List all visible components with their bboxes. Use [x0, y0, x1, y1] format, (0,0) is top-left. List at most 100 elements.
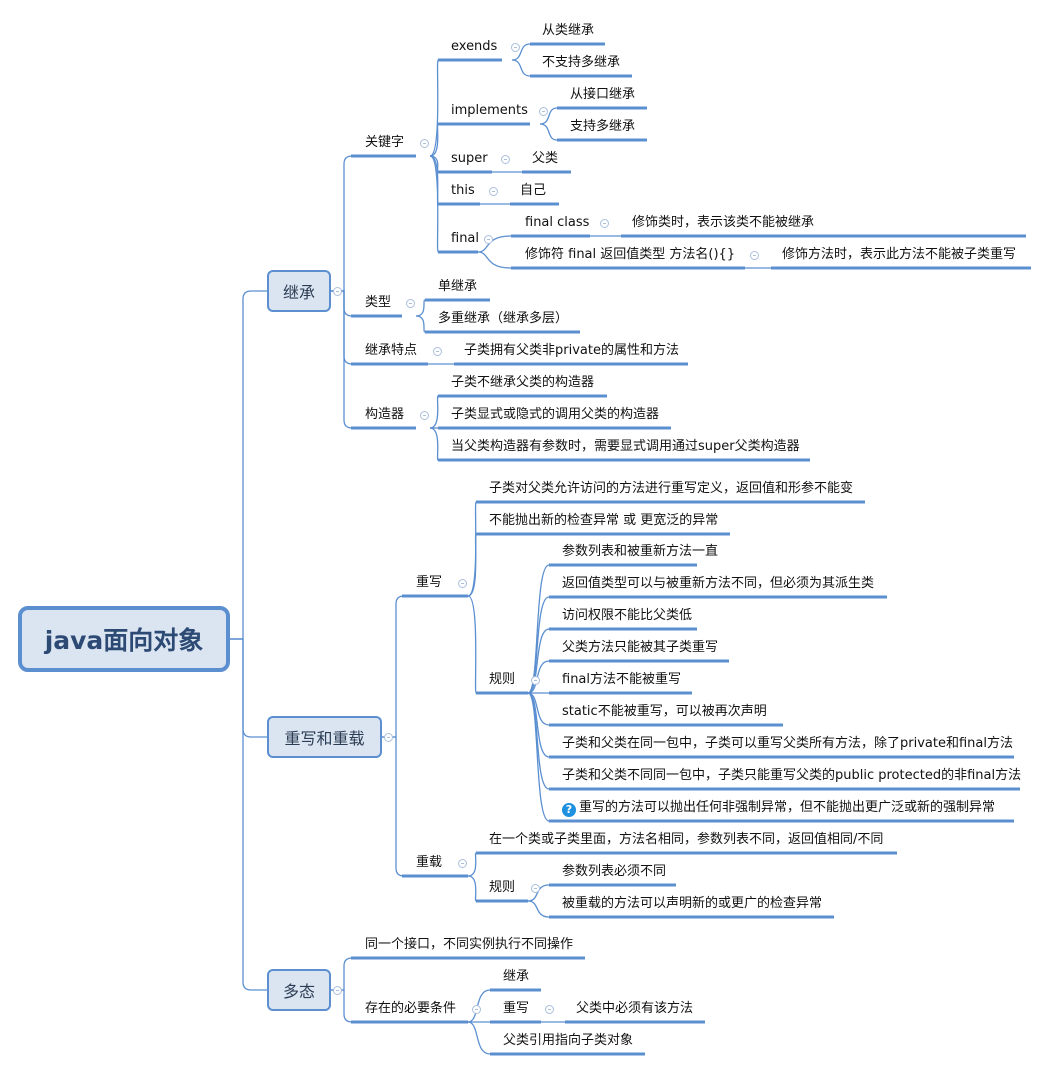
node-leaf[interactable]: 父类	[532, 151, 559, 166]
connector	[539, 123, 558, 141]
node-leaf[interactable]: 子类不继承父类的构造器	[451, 375, 595, 390]
collapse-toggle-icon[interactable]	[433, 347, 442, 356]
node-leaf[interactable]: 子类和父类在同一包中，子类可以重写父类所有方法，除了private和final方…	[562, 736, 1013, 751]
collapse-toggle-icon[interactable]	[420, 139, 429, 148]
node-leaf[interactable]: 父类方法只能被其子类重写	[562, 640, 719, 655]
branch-connector	[429, 155, 439, 253]
collapse-toggle-icon[interactable]	[600, 219, 609, 228]
root-node[interactable]: java面向对象	[18, 606, 230, 672]
collapse-toggle-icon[interactable]	[458, 579, 467, 588]
node-leaf[interactable]: 子类拥有父类非private的属性和方法	[464, 343, 679, 358]
node-leaf[interactable]: final方法不能被重写	[562, 672, 682, 687]
node-leaf[interactable]: 不支持多继承	[542, 55, 621, 70]
collapse-toggle-icon[interactable]	[384, 733, 393, 742]
node-leaf[interactable]: 从类继承	[542, 23, 595, 38]
node-implements[interactable]: implements	[451, 103, 528, 118]
branch-connector	[382, 736, 405, 877]
node-leaf[interactable]: 参数列表和被重新方法一直	[562, 544, 719, 559]
collapse-toggle-icon[interactable]	[472, 1005, 481, 1014]
connector	[467, 875, 477, 902]
node-super[interactable]: super	[451, 151, 488, 166]
collapse-toggle-icon[interactable]	[539, 107, 548, 116]
node-leaf[interactable]: 不能抛出新的检查异常 或 更宽泛的异常	[489, 513, 719, 528]
connector	[467, 1021, 491, 1055]
connector	[467, 595, 477, 694]
branch-connector	[331, 989, 353, 1023]
help-icon[interactable]: ?	[562, 803, 576, 817]
connector	[415, 315, 426, 333]
node-overload[interactable]: 重载	[416, 855, 443, 870]
connector	[527, 628, 550, 694]
node-conditions[interactable]: 存在的必要条件	[365, 1001, 457, 1016]
node-leaf[interactable]: 访问权限不能比父类低	[562, 608, 693, 623]
connector	[477, 235, 512, 253]
branch-connector	[331, 290, 353, 365]
connector	[467, 533, 477, 597]
node-features[interactable]: 继承特点	[365, 343, 418, 358]
node-constructor[interactable]: 构造器	[365, 407, 405, 422]
topic-inheritance[interactable]: 继承	[267, 270, 331, 312]
node-final-class[interactable]: final class	[525, 215, 590, 230]
node-leaf[interactable]: 从接口继承	[570, 87, 636, 102]
collapse-toggle-icon[interactable]	[458, 859, 467, 868]
topic-override-overload[interactable]: 重写和重载	[267, 716, 382, 758]
node-exends[interactable]: exends	[451, 39, 498, 54]
connector	[527, 596, 550, 694]
node-leaf[interactable]: 单继承	[438, 279, 478, 294]
node-types[interactable]: 类型	[365, 295, 392, 310]
node-leaf[interactable]: 子类对父类允许访问的方法进行重写定义，返回值和形参不能变	[489, 481, 854, 496]
node-leaf[interactable]: 多重继承（继承多层）	[438, 311, 569, 326]
connector	[429, 427, 439, 461]
node-leaf[interactable]: 被重载的方法可以声明新的或更广的检查异常	[562, 896, 823, 911]
collapse-toggle-icon[interactable]	[420, 411, 429, 420]
node-leaf[interactable]: 自己	[520, 183, 547, 198]
connector	[539, 107, 558, 125]
node-leaf[interactable]: 当父类构造器有参数时，需要显式调用通过super父类构造器	[451, 439, 800, 454]
collapse-toggle-icon[interactable]	[406, 299, 415, 308]
node-leaf[interactable]: 父类引用指向子类对象	[503, 1033, 634, 1048]
root-connector	[230, 638, 267, 991]
node-leaf[interactable]: 同一个接口，不同实例执行不同操作	[365, 937, 574, 952]
collapse-toggle-icon[interactable]	[489, 187, 498, 196]
collapse-toggle-icon[interactable]	[501, 155, 510, 164]
node-keywords[interactable]: 关键字	[365, 135, 405, 150]
node-leaf[interactable]: 参数列表必须不同	[562, 864, 667, 879]
connector	[511, 59, 531, 77]
collapse-toggle-icon[interactable]	[333, 986, 342, 995]
connector	[415, 299, 426, 317]
node-leaf[interactable]: 修饰类时，表示该类不能被继承	[632, 215, 815, 230]
connector	[511, 43, 531, 61]
branch-connector	[331, 155, 353, 292]
collapse-toggle-icon[interactable]	[545, 1005, 554, 1014]
node-leaf[interactable]: 子类和父类不同同一包中，子类只能重写父类的public protected的非f…	[562, 768, 1022, 783]
node-leaf[interactable]: static不能被重写，可以被再次声明	[562, 704, 767, 719]
node-this[interactable]: this	[451, 183, 475, 198]
node-leaf[interactable]: 支持多继承	[570, 119, 636, 134]
collapse-toggle-icon[interactable]	[531, 676, 540, 685]
node-leaf[interactable]: 父类中必须有该方法	[576, 1001, 694, 1016]
node-overload-rules[interactable]: 规则	[489, 880, 516, 895]
node-leaf[interactable]: 返回值类型可以与被重新方法不同，但必须为其派生类	[562, 576, 875, 591]
node-leaf-text: 重写的方法可以抛出任何非强制异常，但不能抛出更广泛或新的强制异常	[579, 800, 996, 815]
topic-polymorphism[interactable]: 多态	[267, 969, 331, 1011]
collapse-toggle-icon[interactable]	[750, 251, 759, 260]
collapse-toggle-icon[interactable]	[511, 43, 520, 52]
connector	[527, 692, 550, 822]
node-leaf-with-help[interactable]: ?重写的方法可以抛出任何非强制异常，但不能抛出更广泛或新的强制异常	[562, 800, 995, 817]
collapse-toggle-icon[interactable]	[333, 287, 342, 296]
node-final[interactable]: final	[451, 231, 480, 246]
node-cond-override[interactable]: 重写	[503, 1001, 530, 1016]
branch-connector	[429, 123, 439, 157]
root-connector	[230, 638, 267, 738]
branch-connector	[382, 595, 405, 738]
node-leaf[interactable]: 子类显式或隐式的调用父类的构造器	[451, 407, 660, 422]
node-leaf[interactable]: 在一个类或子类里面，方法名相同，参数列表不同，返回值相同/不同	[489, 832, 884, 847]
node-override-rules[interactable]: 规则	[489, 672, 516, 687]
node-leaf[interactable]: 继承	[503, 969, 530, 984]
node-override[interactable]: 重写	[416, 575, 443, 590]
collapse-toggle-icon[interactable]	[484, 235, 493, 244]
collapse-toggle-icon[interactable]	[531, 884, 540, 893]
node-leaf[interactable]: 修饰方法时，表示此方法不能被子类重写	[782, 247, 1017, 262]
node-final-method[interactable]: 修饰符 final 返回值类型 方法名(){}	[525, 247, 736, 262]
